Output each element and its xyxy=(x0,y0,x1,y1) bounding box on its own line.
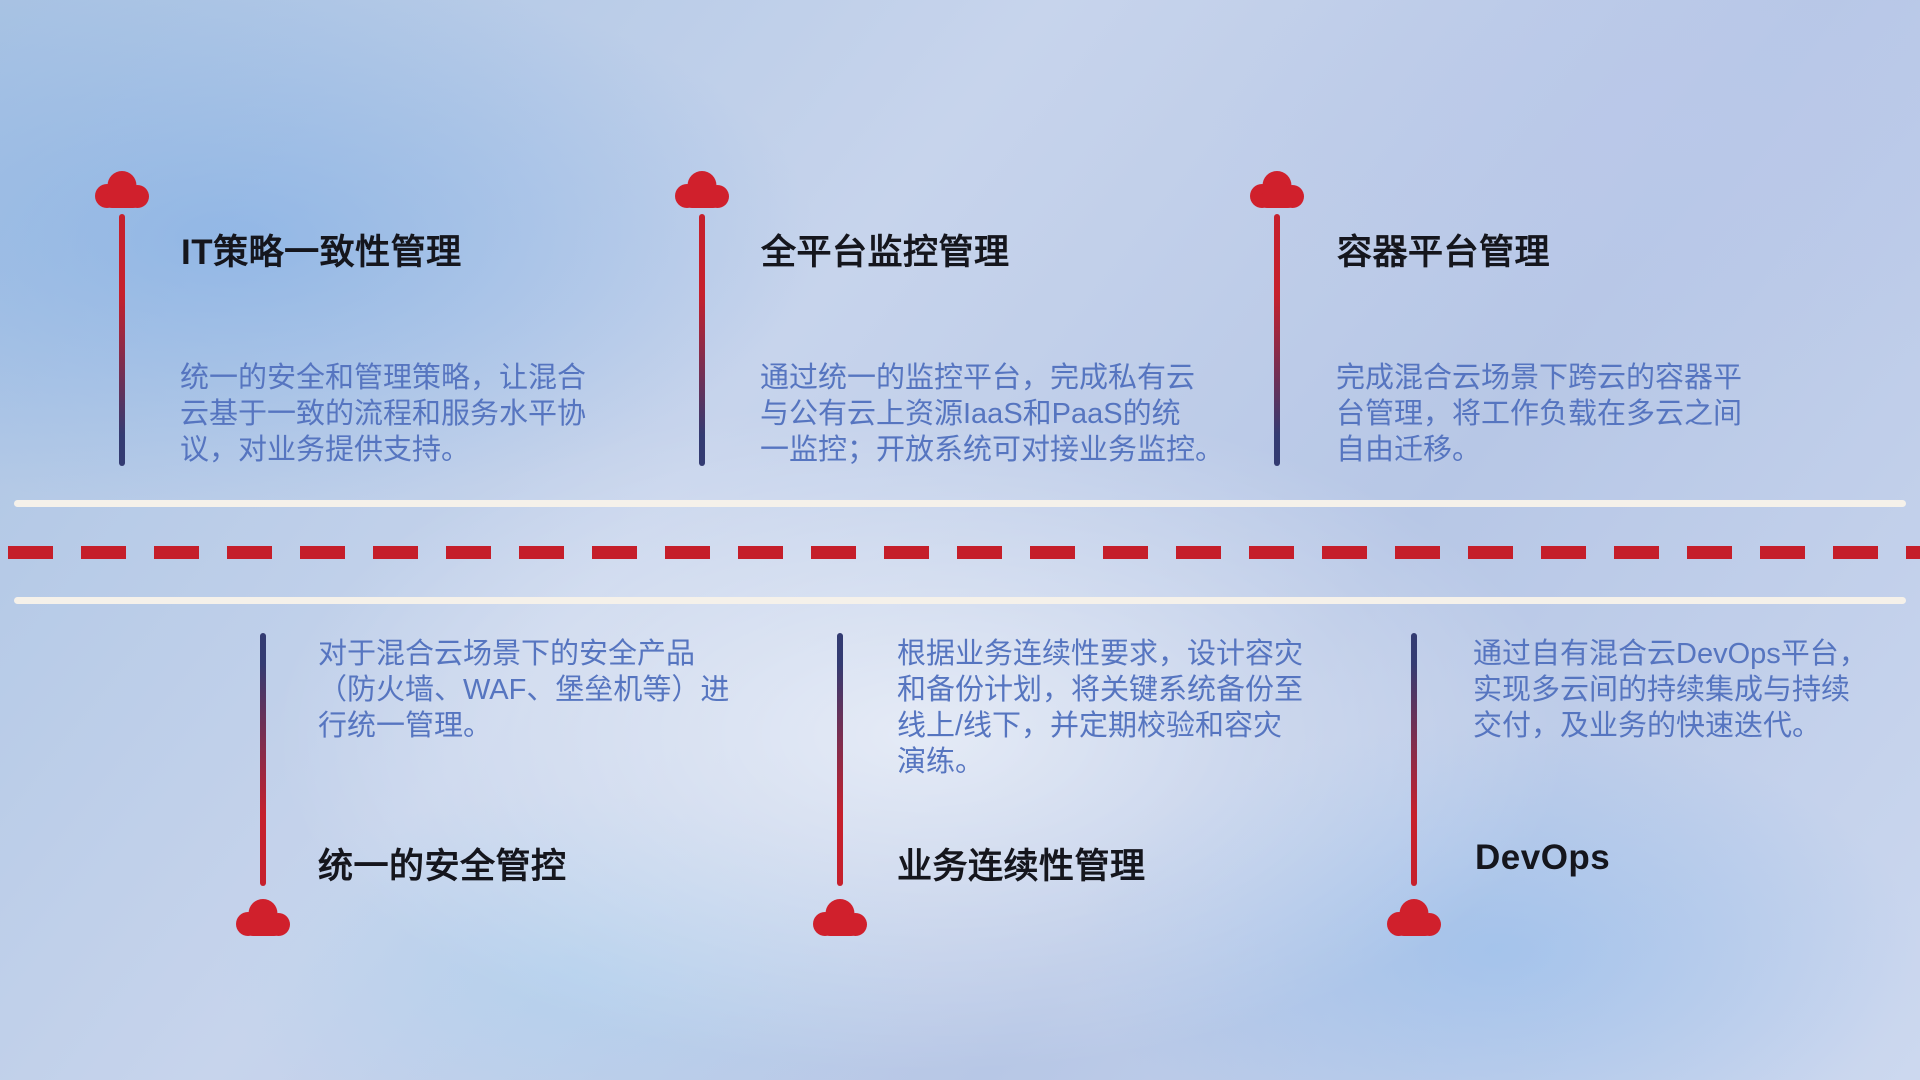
capability-title-it-policy: IT策略一致性管理 xyxy=(181,233,462,272)
capability-title-devops: DevOps xyxy=(1475,838,1611,877)
cloud-icon xyxy=(233,897,293,939)
connector-line xyxy=(837,633,843,886)
cloud-icon xyxy=(1247,169,1307,211)
cloud-icon xyxy=(92,169,152,211)
connector-line xyxy=(119,214,125,466)
capability-desc-security: 对于混合云场景下的安全产品 （防火墙、WAF、堡垒机等）进 行统一管理。 xyxy=(318,638,730,742)
cloud-icon xyxy=(672,169,732,211)
connector-line xyxy=(1411,633,1417,886)
capability-title-continuity: 业务连续性管理 xyxy=(897,847,1146,886)
road-bottom-line xyxy=(14,597,1906,604)
connector-line xyxy=(1274,214,1280,466)
connector-line xyxy=(699,214,705,466)
capability-desc-devops: 通过自有混合云DevOps平台， 实现多云间的持续集成与持续 交付，及业务的快速… xyxy=(1473,638,1868,742)
cloud-icon xyxy=(1384,897,1444,939)
capability-desc-monitoring: 通过统一的监控平台，完成私有云 与公有云上资源IaaS和PaaS的统 一监控；开… xyxy=(760,362,1225,466)
capability-desc-it-policy: 统一的安全和管理策略，让混合 云基于一致的流程和服务水平协 议，对业务提供支持。 xyxy=(180,362,587,466)
connector-line xyxy=(260,633,266,886)
cloud-icon xyxy=(810,897,870,939)
capability-title-container: 容器平台管理 xyxy=(1337,233,1551,272)
road-top-line xyxy=(14,500,1906,507)
capability-desc-continuity: 根据业务连续性要求，设计容灾 和备份计划，将关键系统备份至 线上/线下，并定期校… xyxy=(897,638,1304,778)
road-center-dashed-line xyxy=(8,546,1920,559)
capability-title-monitoring: 全平台监控管理 xyxy=(761,233,1010,272)
capability-title-security: 统一的安全管控 xyxy=(318,847,567,886)
capability-desc-container: 完成混合云场景下跨云的容器平 台管理，将工作负载在多云之间 自由迁移。 xyxy=(1336,362,1743,466)
